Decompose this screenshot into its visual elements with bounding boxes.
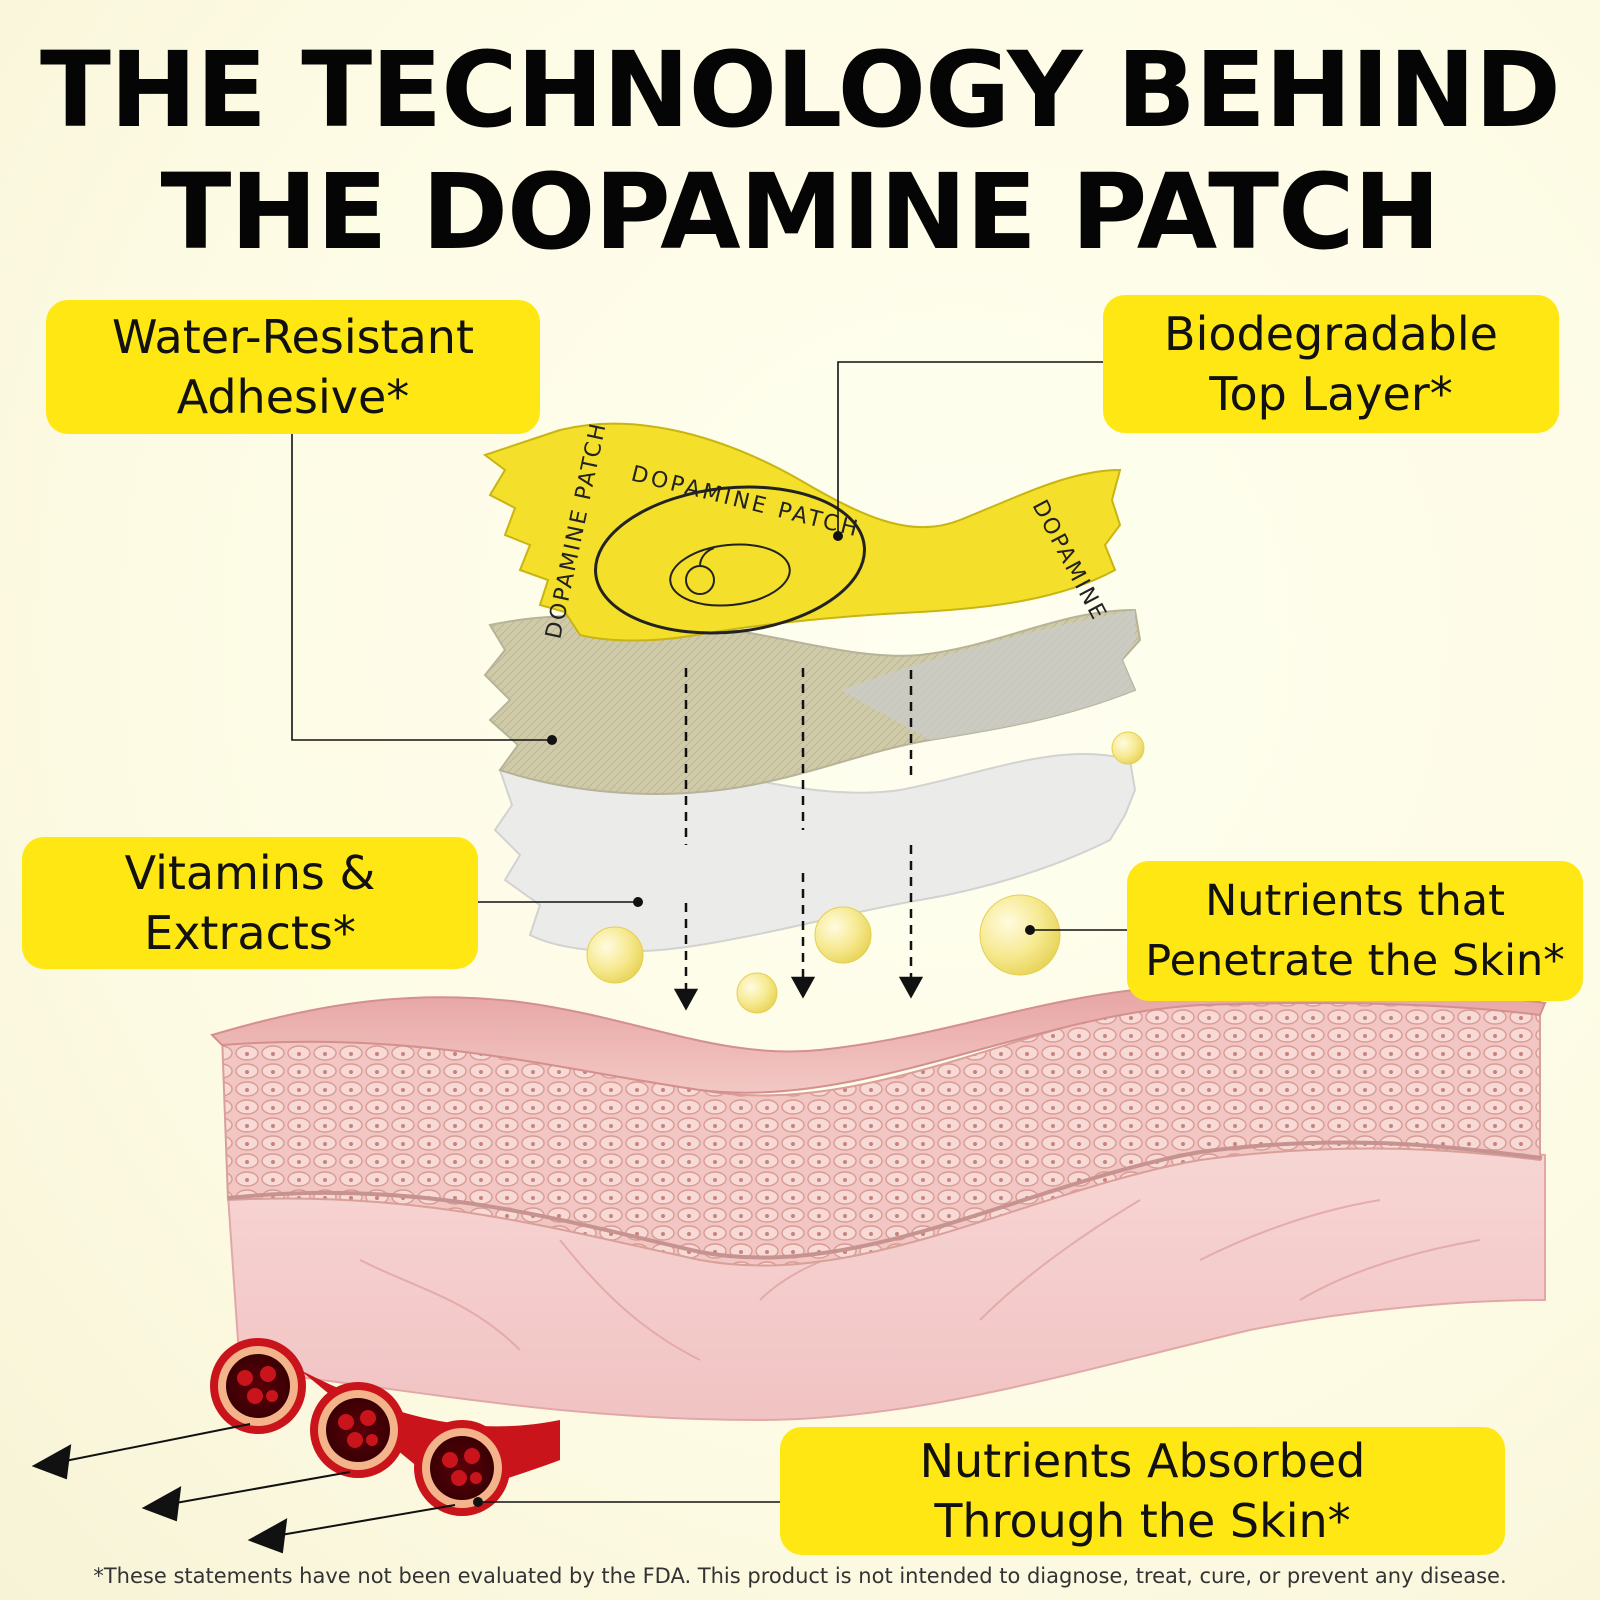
- callout-penetrate-line1: Nutrients that: [1205, 876, 1505, 926]
- blood-vessel-graphic: [210, 1338, 560, 1516]
- leader-dots: [473, 531, 1035, 1507]
- absorption-arrows: [31, 1423, 456, 1554]
- callout-water-resistant-adhesive: Water-Resistant Adhesive*: [46, 300, 540, 434]
- page-title-line2: THE DOPAMINE PATCH: [160, 151, 1440, 273]
- patch-layers-graphic: DOPAMINE PATCH DOPAMINE PATCH DOPAMINE: [482, 420, 1142, 953]
- callout-vitamins-line1: Vitamins &: [124, 846, 376, 900]
- skin-layers-graphic: [210, 982, 1547, 1422]
- callout-top-layer-line1: Biodegradable: [1164, 307, 1498, 361]
- nutrient-bubbles: [586, 731, 1145, 1014]
- callout-penetrate-line2: Penetrate the Skin*: [1145, 936, 1565, 986]
- callout-nutrients-absorbed: Nutrients Absorbed Through the Skin*: [780, 1427, 1505, 1555]
- fda-disclaimer: *These statements have not been evaluate…: [93, 1564, 1507, 1588]
- callout-vitamins-line2: Extracts*: [144, 906, 356, 960]
- page-title-line1: THE TECHNOLOGY BEHIND: [39, 29, 1561, 151]
- callout-adhesive-line1: Water-Resistant: [112, 310, 474, 364]
- callout-top-layer-line2: Top Layer*: [1209, 367, 1453, 421]
- callout-absorbed-line1: Nutrients Absorbed: [919, 1434, 1366, 1488]
- callout-biodegradable-top-layer: Biodegradable Top Layer*: [1103, 295, 1559, 433]
- callout-absorbed-line2: Through the Skin*: [934, 1494, 1351, 1548]
- callout-vitamins-extracts: Vitamins & Extracts*: [22, 837, 478, 969]
- leader-lines: [291, 361, 1128, 1503]
- callout-nutrients-penetrate: Nutrients that Penetrate the Skin*: [1127, 861, 1583, 1001]
- callout-adhesive-line2: Adhesive*: [176, 370, 410, 424]
- penetration-arrows: [673, 668, 924, 1011]
- top-layer-graphic: [482, 422, 1122, 642]
